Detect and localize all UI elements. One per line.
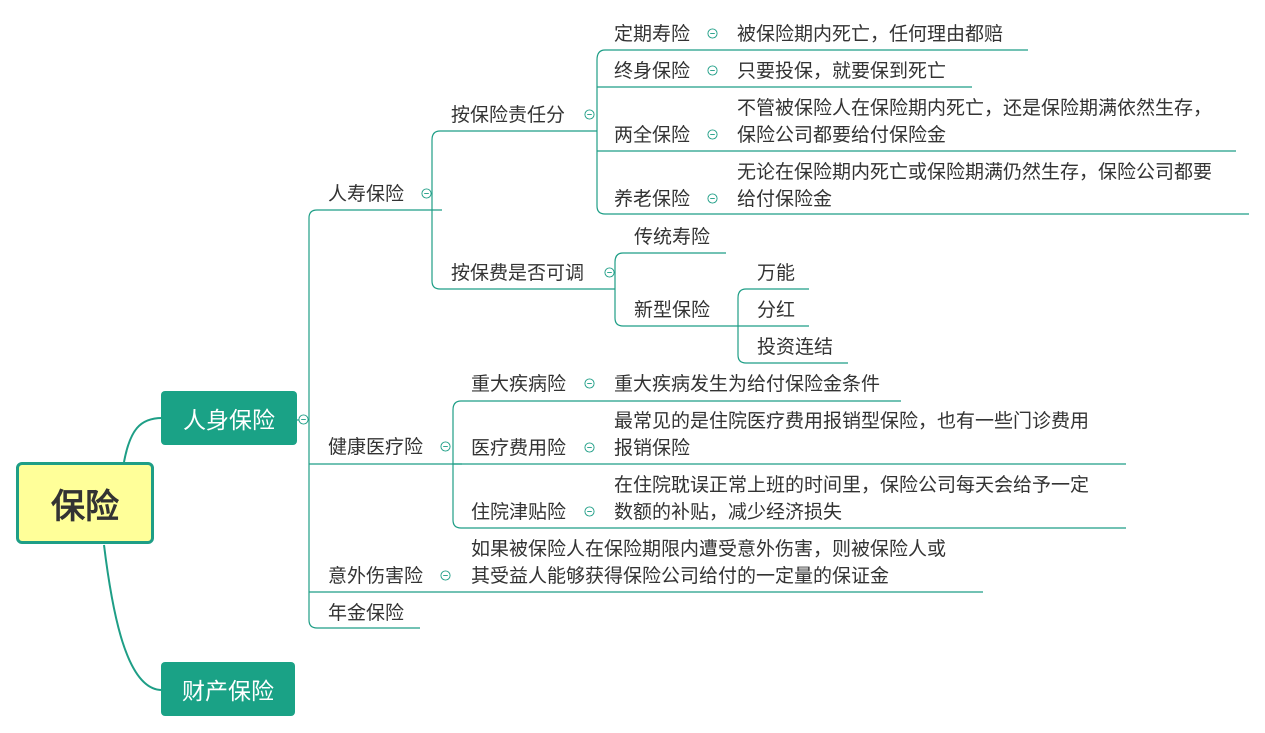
collapse-icon[interactable] bbox=[584, 506, 595, 517]
collapse-icon[interactable] bbox=[584, 378, 595, 389]
collapse-icon[interactable] bbox=[584, 109, 595, 120]
topic-by-liability[interactable]: 按保险责任分 bbox=[451, 104, 566, 126]
desc-medical-expense-line-2: 报销保险 bbox=[614, 437, 691, 459]
desc-pension-line-1: 无论在保险期内死亡或保险期满仍然生存，保险公司都要 bbox=[737, 161, 1213, 183]
branch-property-insurance[interactable]: 财产保险 bbox=[161, 662, 295, 716]
desc-accident-line-1: 如果被保险人在保险期限内遭受意外伤害，则被保险人或 bbox=[471, 538, 947, 560]
collapse-icon[interactable] bbox=[421, 188, 432, 199]
desc-whole-life: 只要投保，就要保到死亡 bbox=[737, 60, 947, 82]
collapse-icon[interactable] bbox=[707, 28, 718, 39]
desc-hospital-allowance-line-1: 在住院耽误正常上班的时间里，保险公司每天会给予一定 bbox=[614, 474, 1090, 496]
collapse-icon[interactable] bbox=[707, 129, 718, 140]
collapse-icon[interactable] bbox=[604, 267, 615, 278]
collapse-icon[interactable] bbox=[707, 193, 718, 204]
topic-life-insurance[interactable]: 人寿保险 bbox=[328, 183, 405, 205]
topic-dividend[interactable]: 分红 bbox=[757, 299, 796, 321]
desc-pension-line-2: 给付保险金 bbox=[737, 188, 833, 210]
topic-by-premium[interactable]: 按保费是否可调 bbox=[451, 262, 585, 284]
collapse-icon[interactable] bbox=[440, 570, 451, 581]
topic-annuity-insurance[interactable]: 年金保险 bbox=[328, 602, 405, 624]
topic-new-type-insurance[interactable]: 新型保险 bbox=[634, 299, 711, 321]
collapse-icon[interactable] bbox=[440, 441, 451, 452]
topic-whole-life[interactable]: 终身保险 bbox=[614, 60, 691, 82]
desc-hospital-allowance-line-2: 数额的补贴，减少经济损失 bbox=[614, 501, 843, 523]
topic-hospital-allowance[interactable]: 住院津贴险 bbox=[471, 501, 567, 523]
desc-endowment-line-1: 不管被保险人在保险期内死亡，还是保险期满依然生存， bbox=[737, 97, 1213, 119]
topic-medical-expense[interactable]: 医疗费用险 bbox=[471, 437, 567, 459]
topic-endowment[interactable]: 两全保险 bbox=[614, 124, 691, 146]
collapse-icon[interactable] bbox=[707, 65, 718, 76]
collapse-icon[interactable] bbox=[584, 442, 595, 453]
topic-term-life[interactable]: 定期寿险 bbox=[614, 23, 691, 45]
collapse-icon[interactable] bbox=[298, 414, 309, 425]
desc-accident-line-2: 其受益人能够获得保险公司给付的一定量的保证金 bbox=[471, 565, 890, 587]
topic-investment-linked[interactable]: 投资连结 bbox=[757, 336, 834, 358]
root-topic[interactable]: 保险 bbox=[16, 462, 154, 544]
desc-medical-expense-line-1: 最常见的是住院医疗费用报销型保险，也有一些门诊费用 bbox=[614, 410, 1090, 432]
branch-personal-insurance[interactable]: 人身保险 bbox=[161, 391, 297, 445]
topic-health-insurance[interactable]: 健康医疗险 bbox=[328, 436, 424, 458]
desc-term-life: 被保险期内死亡，任何理由都赔 bbox=[737, 23, 1004, 45]
topic-accident-insurance[interactable]: 意外伤害险 bbox=[328, 565, 424, 587]
topic-universal[interactable]: 万能 bbox=[757, 262, 796, 284]
desc-critical-illness: 重大疾病发生为给付保险金条件 bbox=[614, 373, 881, 395]
topic-critical-illness[interactable]: 重大疾病险 bbox=[471, 373, 567, 395]
desc-endowment-line-2: 保险公司都要给付保险金 bbox=[737, 124, 947, 146]
topic-pension[interactable]: 养老保险 bbox=[614, 188, 691, 210]
topic-traditional-life[interactable]: 传统寿险 bbox=[634, 226, 711, 248]
